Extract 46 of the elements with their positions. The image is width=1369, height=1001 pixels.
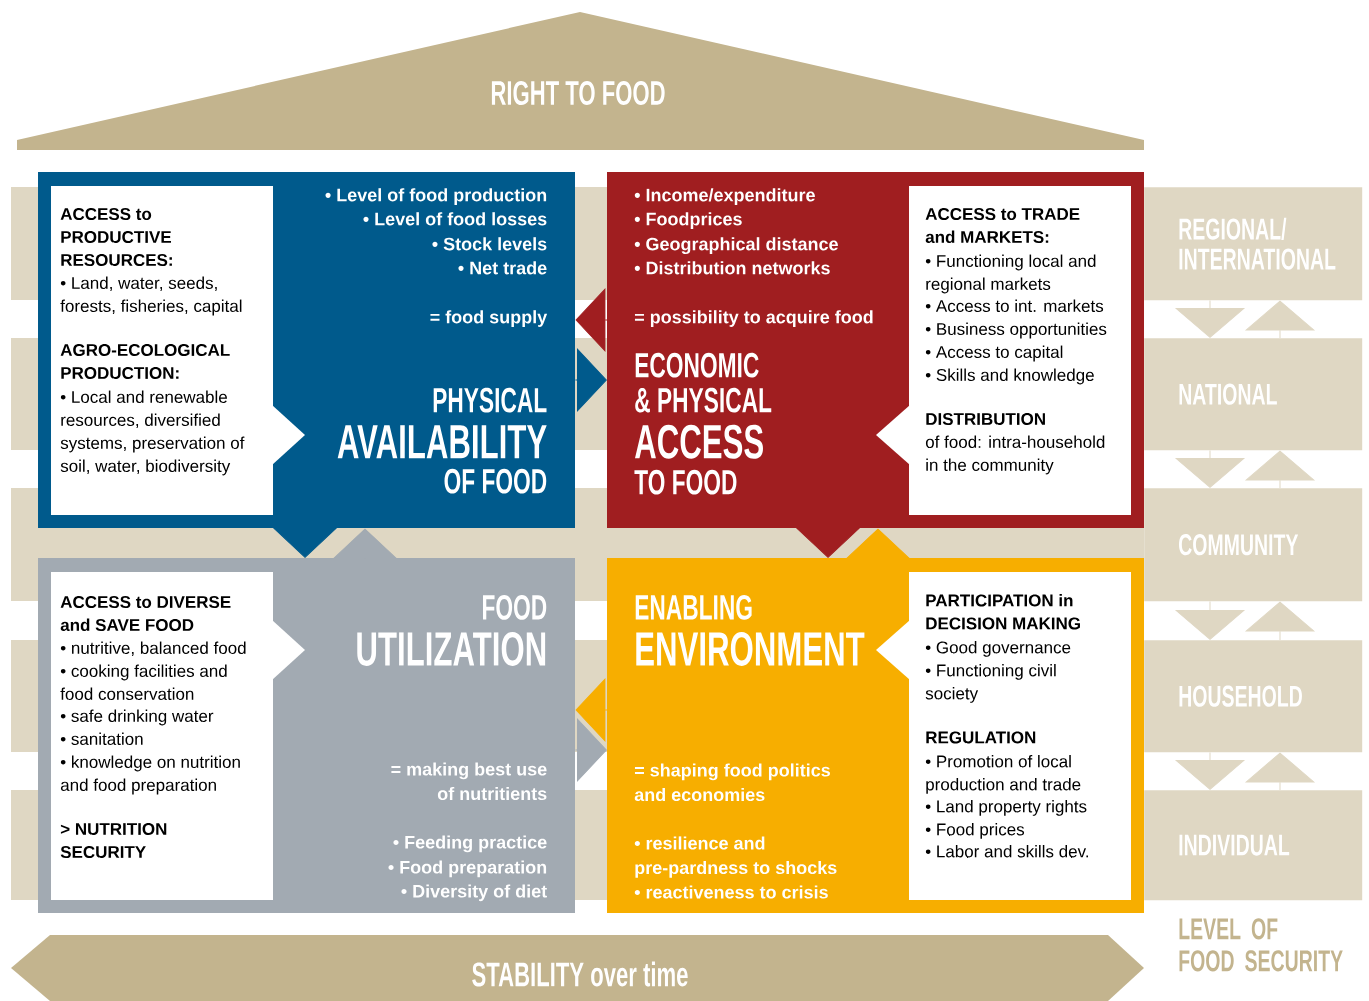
arrow bbox=[1175, 299, 1245, 338]
panel-title: ECONOMIC bbox=[635, 352, 759, 378]
arrow bbox=[273, 527, 337, 558]
arrow bbox=[1175, 751, 1245, 790]
bullet-text: = food supply bbox=[430, 310, 548, 327]
arrow bbox=[1175, 600, 1245, 640]
bullet-text: = shaping food politics and economies bbox=[634, 763, 830, 802]
bullet-text: • resilience and pre-pardness to shocks bbox=[634, 836, 837, 878]
panel-title: PHYSICAL bbox=[433, 387, 547, 413]
bullet-text: • Geographical distance bbox=[634, 237, 838, 255]
arrow bbox=[333, 528, 397, 559]
panel-title: & PHYSICAL bbox=[635, 387, 772, 413]
bullet-text: • Foodprices bbox=[634, 212, 742, 229]
arrow bbox=[574, 348, 607, 412]
bullet-text: • Feeding practice bbox=[393, 835, 547, 853]
bullet-text: • Stock levels bbox=[432, 237, 547, 251]
arrow bbox=[575, 288, 608, 352]
level-label: LEVEL OF FOOD SECURITY bbox=[1179, 918, 1343, 972]
panel-title: UTILIZATION bbox=[357, 631, 546, 666]
bullet-text: = making best use of nutritients bbox=[391, 762, 547, 801]
panel-title: ENVIRONMENT bbox=[636, 631, 865, 666]
bullet-text: • Level of food production bbox=[325, 188, 547, 205]
bullet-text: • Income/expenditure bbox=[634, 188, 815, 205]
panel-title: ENABLING bbox=[635, 595, 752, 620]
panel-title: OF FOOD bbox=[444, 468, 547, 494]
roof: RIGHT TO FOOD bbox=[17, 12, 1144, 150]
arrow bbox=[574, 718, 607, 782]
arrow bbox=[846, 528, 910, 559]
arrow bbox=[1245, 752, 1315, 791]
panel-title: TO FOOD bbox=[634, 469, 737, 495]
bullet-text: = possibility to acquire food bbox=[634, 310, 873, 327]
bullet-text: • Net trade bbox=[458, 261, 547, 275]
bullet-text: • Food preparation bbox=[388, 860, 547, 878]
bullet-text: • Diversity of diet bbox=[401, 884, 547, 902]
bullet-text: • Distribution networks bbox=[634, 261, 830, 275]
panel-title: ACCESS bbox=[635, 424, 763, 459]
panel-title: FOOD bbox=[483, 595, 547, 620]
bullet-text: • Level of food losses bbox=[363, 212, 547, 226]
arrow bbox=[1245, 450, 1315, 489]
arrow bbox=[575, 678, 608, 742]
arrow bbox=[1245, 601, 1315, 641]
arrow bbox=[1175, 449, 1245, 488]
arrow bbox=[796, 527, 860, 558]
panel-title: AVAILABILITY bbox=[337, 425, 547, 459]
bullet-text: • reactiveness to crisis bbox=[634, 885, 828, 899]
arrow bbox=[1245, 300, 1315, 339]
